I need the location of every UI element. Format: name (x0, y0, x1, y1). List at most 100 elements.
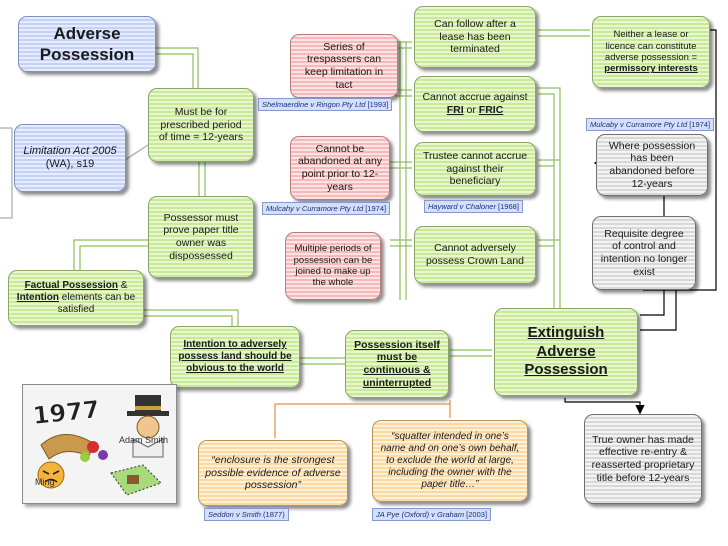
pilgrim-hat-brim (127, 411, 169, 416)
multiple-periods-text: Multiple periods of possession can be jo… (293, 243, 373, 289)
line-limitation-to-period (124, 144, 149, 161)
arrow-to-crown (390, 239, 412, 247)
squatter-quote-box: “squatter intended in one’s name and on … (372, 420, 528, 502)
case-tag-mulcahy-1: Mulcahy v Curramore Pty Ltd [1974] (262, 202, 391, 215)
requisite-text: Requisite degree of control and intentio… (600, 227, 688, 278)
series-trespassers-box: Series of trespassers can keep limitatio… (290, 34, 398, 98)
neither-lease-box: Neither a lease or licence can constitut… (592, 16, 710, 88)
case-name: Shelmaerdine v Ringon Pty Ltd (262, 100, 366, 109)
prescribed-period-box: Must be for prescribed period of time = … (148, 88, 254, 162)
case-tag-hayward: Hayward v Chaloner [1968] (424, 200, 523, 213)
enclosure-quote-box: “enclosure is the strongest possible evi… (198, 440, 348, 506)
year-1977: 1977 (31, 395, 100, 430)
follow-lease-box: Can follow after a lease has been termin… (414, 6, 536, 68)
cannot-accrue-box: Cannot accrue against FRI or FRIC (414, 76, 536, 132)
case-year: [1974] (689, 120, 711, 129)
series-trespassers-text: Series of trespassers can keep limitatio… (304, 40, 384, 91)
angry-face-icon (37, 461, 65, 489)
case-name: Mulcaby v Curramore Pty Ltd (590, 120, 688, 129)
requisite-box: Requisite degree of control and intentio… (592, 216, 696, 290)
enclosure-quote-text: “enclosure is the strongest possible evi… (205, 454, 341, 492)
extinguish-text: Extinguish Adverse Possession (524, 323, 608, 379)
pilgrim-collar (132, 438, 164, 458)
cannot-accrue-prefix: Cannot accrue against (422, 91, 528, 104)
possession-continuous-box: Possession itself must be continuous & u… (345, 330, 449, 398)
case-year: [2003] (466, 510, 488, 519)
illustration-1977: 1977 Adam Smith Ming (22, 384, 177, 504)
cannot-abandon-box: Cannot be abandoned at any point prior t… (290, 136, 390, 200)
ming-label: Ming (35, 477, 55, 487)
possessor-prove-box: Possessor must prove paper title owner w… (148, 196, 254, 278)
case-year: [1968] (498, 202, 519, 211)
abandoned-text: Where possession has been abandoned befo… (608, 139, 696, 190)
intention-world-text: Intention to adversely possess land shou… (178, 339, 292, 374)
limitation-act-name: Limitation Act 2005 (23, 144, 117, 157)
follow-lease-text: Can follow after a lease has been termin… (434, 18, 516, 56)
case-name: JA Pye (Oxford) v Graham (376, 510, 465, 519)
arrow-prove-to-factual (73, 239, 152, 270)
arrow-ap-to-period (155, 47, 199, 88)
multiple-periods-box: Multiple periods of possession can be jo… (285, 232, 381, 300)
black-arrow-neither (643, 29, 717, 291)
case-name: Hayward v Chaloner (428, 202, 496, 211)
arrow-possession-to-extinguish (450, 349, 492, 357)
orange-line-enclosure (274, 403, 450, 438)
crown-land-text: Cannot adversely possess Crown Land (425, 242, 525, 267)
angry-mouth (44, 478, 58, 483)
case-name: Mulcahy v Curramore Pty Ltd (266, 204, 364, 213)
arrow-period-to-prove (198, 160, 206, 196)
case-year: (1877) (263, 510, 285, 519)
black-arrow-true-owner (564, 398, 645, 415)
possession-continuous-text: Possession itself must be continuous & u… (354, 338, 440, 389)
possessor-prove-text: Possessor must prove paper title owner w… (163, 211, 239, 262)
case-tag-pye: JA Pye (Oxford) v Graham [2003] (372, 508, 492, 521)
arrow-from-lease (538, 29, 590, 37)
neither-lease-main: Neither a lease or licence can constitut… (604, 29, 698, 63)
angry-eyes (42, 470, 60, 475)
pilgrim-hat-band (135, 406, 161, 410)
true-owner-text: True owner has made effective re-entry &… (591, 433, 695, 484)
cannot-abandon-text: Cannot be abandoned at any point prior t… (297, 142, 383, 193)
pear-icon (80, 452, 90, 462)
arrow-from-crown (538, 239, 560, 247)
case-year: [1993] (367, 100, 389, 109)
cannot-accrue-or: or (463, 104, 479, 116)
line-limitation-left (0, 128, 13, 219)
adam-smith-label: Adam Smith (119, 435, 168, 445)
arrow-red-boxes-vertical (399, 42, 407, 300)
true-owner-box: True owner has made effective re-entry &… (584, 414, 702, 504)
arrow-from-accrue (538, 87, 561, 320)
factual-and: & (117, 280, 128, 291)
grape-icon (98, 450, 108, 460)
arrow-to-trustee (390, 161, 412, 169)
factual-intention-text: Factual Possession & Intention elements … (15, 280, 137, 316)
double-arrows (73, 29, 590, 365)
arrow-from-trustee (538, 159, 560, 167)
cannot-accrue-text: Cannot accrue against FRI or FRIC (421, 91, 529, 116)
squatter-quote-text: “squatter intended in one’s name and on … (380, 431, 520, 490)
limitation-act-text: Limitation Act 2005 (WA), s19 (21, 145, 119, 171)
limitation-act-box: Limitation Act 2005 (WA), s19 (14, 124, 126, 192)
fri-label: FRI (446, 104, 464, 116)
intention-world-box: Intention to adversely possess land shou… (170, 326, 300, 388)
case-tag-seddon: Seddon v Smith (1877) (204, 508, 289, 521)
extinguish-box: Extinguish Adverse Possession (494, 308, 638, 396)
adverse-possession-box: Adverse Possession (18, 16, 156, 72)
factual-possession-label: Factual Possession (24, 280, 118, 291)
illustration-svg: 1977 Adam Smith Ming (31, 395, 169, 496)
pilgrim-face-icon (136, 415, 160, 439)
fric-label: FRIC (478, 104, 504, 116)
intention-label: Intention (16, 292, 60, 303)
case-tag-mulcahy-2: Mulcaby v Curramore Pty Ltd [1974] (586, 118, 715, 131)
arrow-intention-to-possession (300, 357, 345, 365)
arrow-factual-to-intention (140, 309, 239, 326)
limitation-act-section: (WA), s19 (45, 158, 95, 170)
prescribed-period-text: Must be for prescribed period of time = … (158, 106, 244, 144)
neither-lease-text: Neither a lease or licence can constitut… (599, 29, 703, 75)
case-name: Seddon v Smith (208, 510, 261, 519)
case-year: [1974] (365, 204, 387, 213)
permissory-interests-label: permissory interests (604, 63, 698, 75)
apple-icon (87, 441, 99, 453)
factual-intention-box: Factual Possession & Intention elements … (8, 270, 144, 326)
pilgrim-hat-icon (135, 395, 161, 413)
